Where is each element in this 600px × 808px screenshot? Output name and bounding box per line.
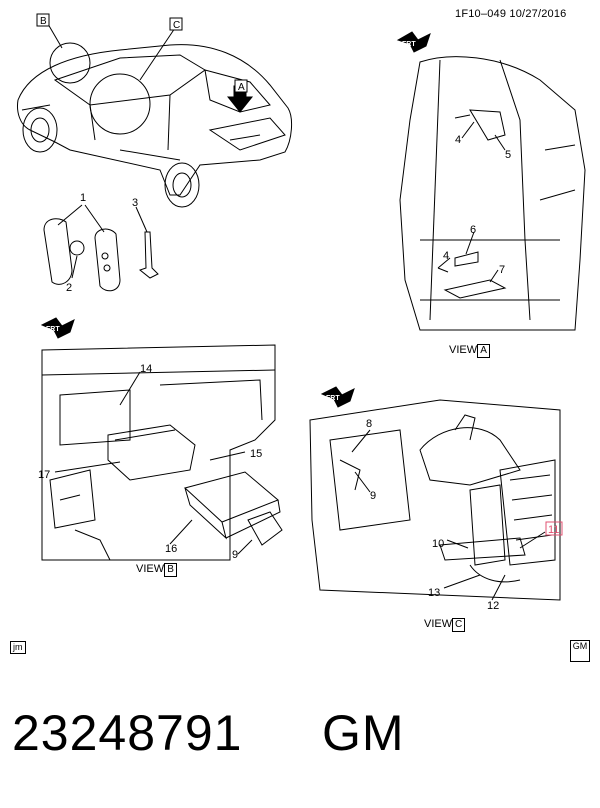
gm-logo-icon: GM (570, 640, 590, 662)
header-date: 10/27/2016 (509, 8, 567, 20)
callout-5: 5 (505, 149, 511, 161)
callout-7: 7 (499, 264, 505, 276)
callout-11: 11 (548, 524, 559, 536)
callout-14: 14 (140, 363, 152, 375)
callout-8: 8 (366, 418, 372, 430)
view-c-illustration (309, 386, 561, 601)
callout-12: 12 (487, 600, 499, 612)
callout-9b: 9 (370, 490, 376, 502)
callout-9a: 9 (232, 549, 238, 561)
view-arrow-a-label: A (238, 82, 245, 93)
callout-16: 16 (165, 543, 177, 555)
callout-15: 15 (250, 448, 262, 460)
callout-6: 6 (470, 224, 476, 236)
detail-box-b: B (40, 16, 47, 27)
part-number: 23248791 (12, 705, 243, 761)
callout-4b: 4 (443, 250, 449, 262)
part-brand: GM (322, 705, 405, 761)
frt-label-b: FRT (46, 326, 60, 333)
callout-2: 2 (66, 282, 72, 294)
detail-box-c: C (173, 20, 180, 31)
view-b-illustration (40, 317, 283, 561)
view-a-illustration (396, 31, 586, 331)
frt-label-a: FRT (402, 41, 416, 48)
callout-3: 3 (132, 197, 138, 209)
vehicle-illustration (17, 23, 293, 208)
callout-1: 1 (80, 192, 86, 204)
frt-label-c: FRT (326, 395, 340, 402)
key-fob-illustration (43, 204, 159, 292)
callout-numbers: 1 2 3 4 5 4 6 7 14 15 17 16 9 8 9 10 12 … (38, 134, 511, 612)
callout-10: 10 (432, 538, 444, 550)
callout-17: 17 (38, 469, 50, 481)
footer-tag: jm (10, 641, 26, 654)
callout-13: 13 (428, 587, 440, 599)
callout-4a: 4 (455, 134, 461, 146)
callout-11-box (545, 521, 563, 536)
header-code: 1F10–049 (455, 8, 507, 20)
